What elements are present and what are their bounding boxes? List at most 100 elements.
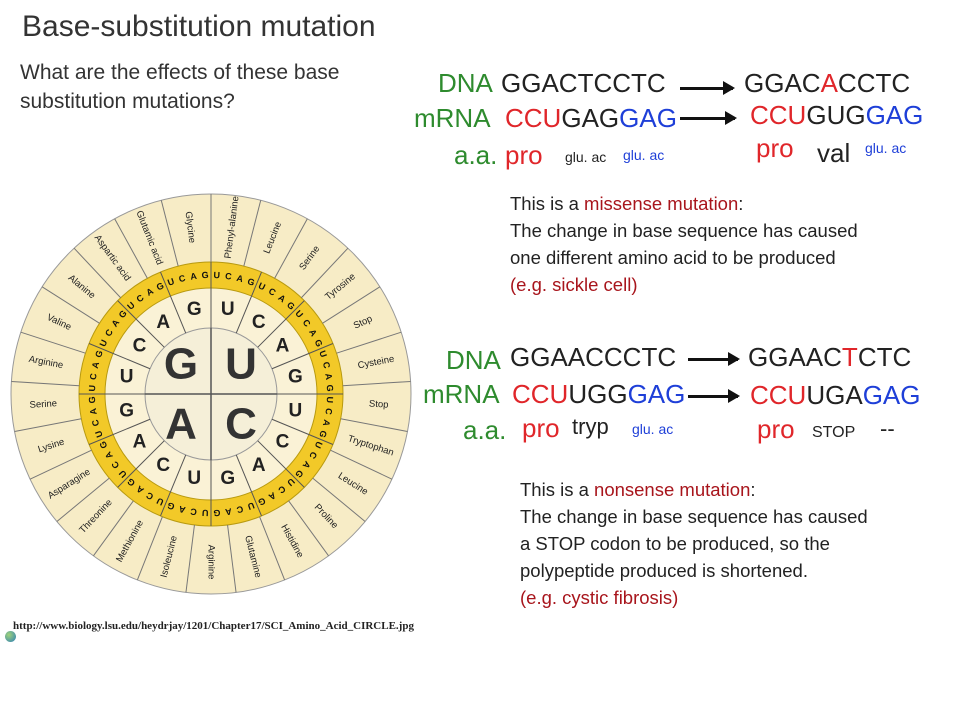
- third-base-letter: C: [276, 484, 288, 496]
- third-base-letter: A: [190, 271, 198, 282]
- second-base-letter: A: [133, 431, 147, 452]
- missense-aa-mut-2: val: [817, 138, 851, 168]
- missense-aa-mut-3: glu. ac: [865, 140, 907, 156]
- third-base-letter: G: [257, 496, 268, 508]
- nonsense-aa-mut-3: --: [880, 416, 895, 441]
- third-base-letter: C: [135, 292, 147, 304]
- third-base-letter: A: [323, 373, 334, 381]
- third-base-letter: G: [325, 384, 335, 392]
- third-base-letter: C: [307, 450, 319, 461]
- amino-acid-divider: [336, 331, 402, 354]
- missense-mrna-mutated: CCUGUGGAG: [750, 100, 924, 130]
- nonsense-aa-orig-2: tryp: [572, 414, 609, 439]
- second-base-letter: U: [288, 400, 302, 421]
- third-base-letter: G: [313, 338, 325, 349]
- first-base-letter: C: [225, 400, 257, 449]
- third-base-letter: C: [235, 504, 244, 515]
- third-base-letter: C: [88, 372, 99, 380]
- third-base-letter: A: [103, 449, 115, 460]
- second-base-letter: G: [187, 299, 202, 320]
- missense-dna-mutated: GGACACCTC: [744, 68, 911, 98]
- first-base-letter: A: [165, 400, 197, 449]
- amino-acid-divider: [322, 286, 381, 324]
- missense-dna-label: DNA: [438, 68, 493, 98]
- third-base-letter: A: [321, 419, 332, 428]
- third-base-letter: U: [313, 440, 325, 450]
- third-base-letter: U: [257, 281, 267, 293]
- missense-mrna-label: mRNA: [414, 103, 491, 133]
- nonsense-aa-mut-1: pro: [757, 414, 795, 444]
- third-base-letter: A: [307, 327, 319, 338]
- third-base-letter: U: [87, 385, 97, 392]
- third-base-letter: C: [103, 327, 115, 338]
- third-base-letter: G: [213, 508, 220, 518]
- amino-acid-divider: [73, 247, 122, 299]
- third-base-letter: G: [201, 270, 208, 280]
- nonsense-aa-orig-3: glu. ac: [632, 421, 674, 437]
- missense-description: This is a missense mutation: The change …: [510, 193, 858, 295]
- amino-acid-divider: [259, 516, 286, 581]
- second-base-divider: [257, 300, 305, 348]
- amino-acid-divider: [342, 380, 411, 387]
- second-base-divider: [271, 343, 334, 370]
- second-base-divider: [88, 418, 151, 445]
- third-base-letter: A: [144, 286, 155, 298]
- second-base-divider: [160, 271, 187, 334]
- third-base-letter: U: [125, 300, 137, 312]
- third-base-letter: G: [246, 276, 256, 288]
- second-base-divider: [88, 343, 151, 370]
- third-base-letter: U: [117, 468, 129, 480]
- third-base-letter: G: [166, 500, 176, 512]
- amino-acid-divider: [185, 524, 195, 593]
- nonsense-mrna-arrow: [688, 389, 740, 403]
- third-base-letter: U: [98, 338, 110, 348]
- third-base-letter: G: [117, 308, 129, 320]
- second-base-divider: [117, 300, 165, 348]
- nonsense-aa-label: a.a.: [463, 415, 507, 445]
- page-title: Base-substitution mutation: [22, 10, 376, 43]
- second-base-divider: [257, 440, 305, 488]
- amino-acid-divider: [114, 218, 148, 279]
- amino-acid-label: Serine: [29, 398, 57, 411]
- nonsense-mrna-label: mRNA: [423, 379, 500, 409]
- amino-acid-divider: [330, 449, 393, 480]
- third-base-letter: A: [224, 506, 232, 517]
- amino-acid-divider: [288, 500, 329, 557]
- third-base-letter: G: [317, 429, 329, 439]
- nonsense-dna-original: GGAACCCTC: [510, 342, 677, 372]
- third-base-letter: G: [125, 476, 137, 488]
- amino-acid-divider: [20, 331, 86, 354]
- third-base-letter: U: [166, 276, 175, 288]
- second-base-letter: C: [156, 455, 170, 476]
- third-base-letter: G: [155, 280, 166, 292]
- source-url: http://www.biology.lsu.edu/heydrjay/1201…: [13, 620, 414, 632]
- second-base-letter: U: [187, 468, 201, 489]
- amino-acid-divider: [136, 516, 163, 581]
- missense-aa-mut-1: pro: [756, 133, 794, 163]
- third-base-letter: G: [93, 349, 105, 359]
- third-base-letter: C: [267, 286, 278, 298]
- missense-dna-arrow: [680, 81, 735, 95]
- amino-acid-divider: [11, 380, 80, 387]
- nonsense-mrna-mutated: CCUUGAGAG: [750, 380, 921, 410]
- second-base-letter: C: [252, 312, 266, 333]
- amino-acid-label: Glycine: [182, 211, 197, 244]
- missense-dna-original: GGACTCCTC: [501, 68, 666, 98]
- amino-acid-divider: [312, 477, 366, 522]
- third-base-letter: C: [144, 490, 155, 502]
- third-base-letter: A: [109, 317, 121, 329]
- nonsense-dna-arrow: [688, 352, 740, 366]
- third-base-letter: U: [155, 496, 165, 508]
- missense-aa-orig-2: glu. ac: [565, 149, 607, 165]
- amino-acid-divider: [41, 286, 100, 324]
- third-base-letter: A: [276, 292, 288, 304]
- missense-mrna-arrow: [680, 111, 737, 125]
- third-base-letter: U: [285, 476, 297, 488]
- third-base-letter: U: [93, 429, 105, 438]
- amino-acid-divider: [274, 218, 308, 279]
- second-base-letter: G: [119, 400, 134, 421]
- third-base-letter: A: [134, 483, 146, 495]
- third-base-letter: C: [321, 361, 332, 370]
- amino-acid-divider: [14, 418, 82, 432]
